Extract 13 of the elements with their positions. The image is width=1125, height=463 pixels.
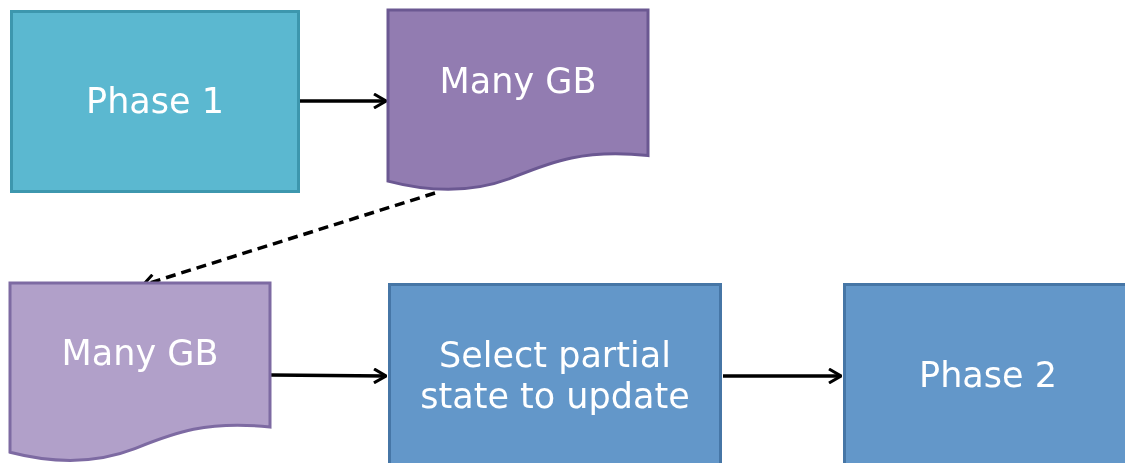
arrow bbox=[723, 367, 843, 385]
node-label: Many GB bbox=[439, 60, 597, 102]
node-label: Phase 1 bbox=[86, 81, 224, 122]
node-label: Phase 2 bbox=[919, 355, 1057, 396]
process-box bbox=[843, 283, 1125, 463]
node-label: Many GB bbox=[61, 332, 219, 374]
process-box bbox=[10, 10, 300, 193]
arrow bbox=[271, 367, 388, 385]
node-label: Select partial state to update bbox=[419, 335, 691, 416]
document-shape bbox=[10, 283, 270, 463]
arrow bbox=[300, 92, 388, 110]
document-shape bbox=[388, 10, 648, 192]
process-box bbox=[388, 283, 722, 463]
